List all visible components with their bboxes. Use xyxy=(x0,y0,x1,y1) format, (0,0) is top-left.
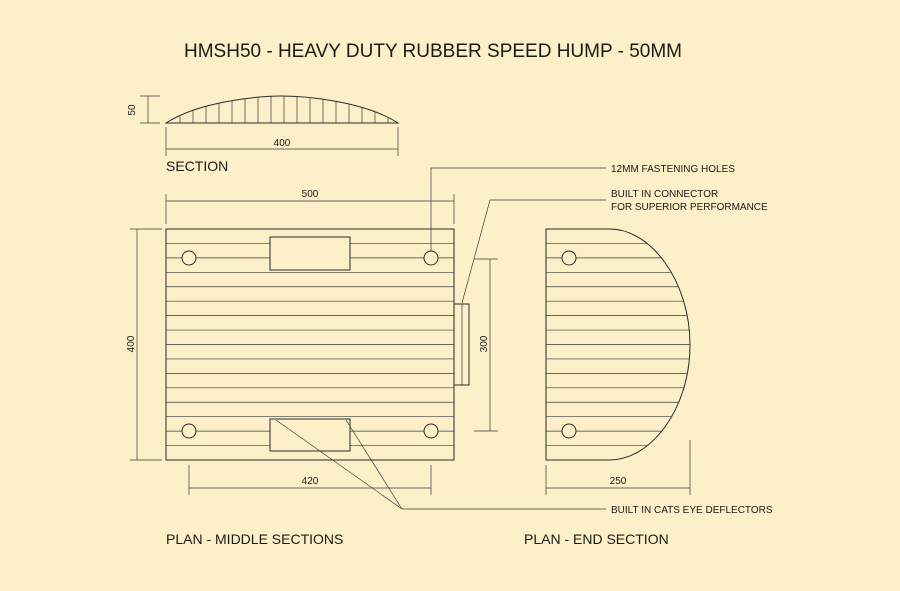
fastening-hole xyxy=(561,250,577,266)
fastening-holes-callout-text: 12MM FASTENING HOLES xyxy=(611,164,735,175)
middle-width-dimension: 500 xyxy=(302,189,319,200)
section-height-dimension: 50 xyxy=(127,104,138,116)
cats-eye-deflector-bottom xyxy=(269,418,351,452)
fastening-hole xyxy=(181,423,197,439)
cats-eye-deflector-top xyxy=(269,236,351,271)
plan-middle-section: 500 400 300 420 xyxy=(126,189,498,495)
fastening-hole xyxy=(423,250,439,266)
fastening-hole xyxy=(423,423,439,439)
section-width-dimension: 400 xyxy=(274,138,291,149)
end-width-dimension: 250 xyxy=(610,476,627,487)
fastening-hole xyxy=(181,250,197,266)
plan-end-label: PLAN - END SECTION xyxy=(524,531,669,547)
fastening-hole xyxy=(561,423,577,439)
hole-spacing-dimension: 420 xyxy=(302,476,319,487)
deflectors-callout-text: BUILT IN CATS EYE DEFLECTORS xyxy=(611,505,773,516)
section-view: 50 400 xyxy=(127,95,400,156)
section-label: SECTION xyxy=(166,158,228,174)
middle-height-dimension: 400 xyxy=(126,335,137,352)
connector-callout-line2: FOR SUPERIOR PERFORMANCE xyxy=(611,202,768,213)
callout-fastening-holes: 12MM FASTENING HOLES xyxy=(430,164,735,251)
callout-deflectors: BUILT IN CATS EYE DEFLECTORS xyxy=(275,419,773,516)
plan-end-section: 250 xyxy=(545,228,691,495)
plan-middle-label: PLAN - MIDDLE SECTIONS xyxy=(166,531,343,547)
drawing-title: HMSH50 - HEAVY DUTY RUBBER SPEED HUMP - … xyxy=(184,41,682,62)
callout-connector: BUILT IN CONNECTOR FOR SUPERIOR PERFORMA… xyxy=(461,189,768,304)
built-in-connector xyxy=(453,303,470,386)
connector-callout-line1: BUILT IN CONNECTOR xyxy=(611,189,718,200)
connector-length-dimension: 300 xyxy=(479,335,490,352)
